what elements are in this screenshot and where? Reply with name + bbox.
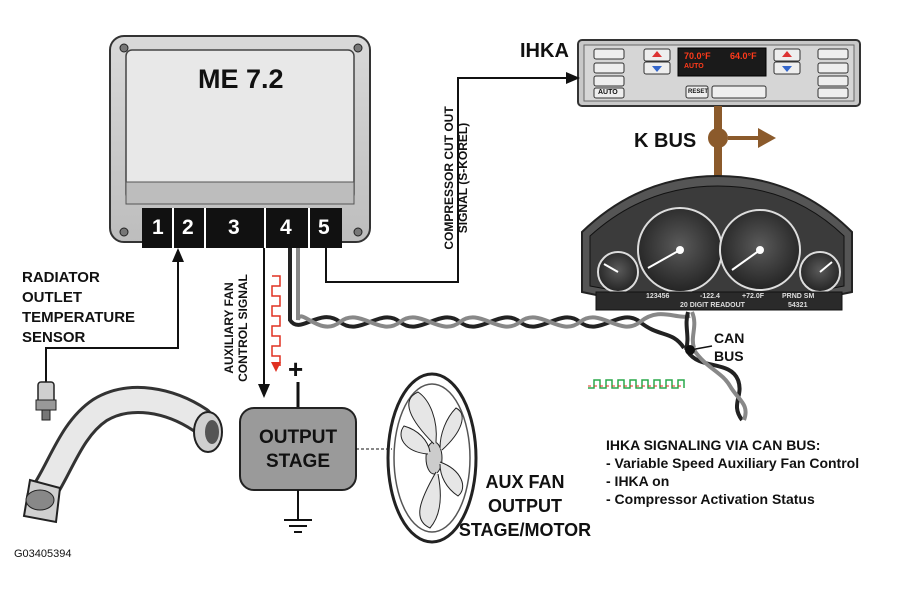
- aux-fan-control-label: AUXILIARY FAN CONTROL SIGNAL: [222, 258, 258, 398]
- ihka-display-left: 70.0°F: [684, 51, 711, 61]
- aux-fan-control-line-1: AUXILIARY FAN: [222, 282, 236, 374]
- compressor-signal-line-1: COMPRESSOR CUT OUT: [442, 106, 456, 250]
- radiator-sensor-label: RADIATOR OUTLET TEMPERATURE SENSOR: [22, 268, 135, 348]
- signaling-item: - Variable Speed Auxiliary Fan Control: [606, 455, 860, 471]
- ecu-pin-2: 2: [182, 216, 194, 239]
- signaling-item: - Compressor Activation Status: [606, 491, 815, 507]
- signaling-item: - IHKA on: [606, 473, 670, 489]
- cluster-temp: +72.0F: [742, 293, 764, 300]
- can-bus-twisted-pair: [288, 248, 748, 422]
- radiator-sensor-line-4: SENSOR: [22, 329, 86, 346]
- cluster-gear: PRND SM: [782, 293, 815, 300]
- instrument-cluster: [581, 174, 853, 311]
- compressor-signal-line-2: SIGNAL (S-KOREL): [456, 122, 470, 234]
- radiator-sensor-line-2: OUTLET: [22, 289, 82, 306]
- ihka-control-panel: [577, 39, 861, 107]
- cluster-odometer: 123456: [646, 293, 670, 300]
- cluster-message: 20 DIGIT READOUT: [680, 302, 745, 309]
- output-stage-line-1: OUTPUT: [258, 427, 338, 448]
- temperature-sensor: [35, 381, 57, 421]
- pwm-signal-trace: [271, 275, 281, 366]
- ihka-auto-button: AUTO: [598, 89, 618, 96]
- can-bus-label-1: CAN: [714, 330, 745, 346]
- compressor-signal-label: COMPRESSOR CUT OUT SIGNAL (S-KOREL): [442, 78, 478, 278]
- k-bus-connection: [708, 106, 776, 176]
- can-bus-label-2: BUS: [714, 348, 744, 364]
- signaling-notes: IHKA SIGNALING VIA CAN BUS: - Variable S…: [606, 436, 859, 508]
- radiator-sensor-line-1: RADIATOR: [22, 269, 100, 286]
- aux-fan-label: AUX FAN OUTPUT STAGE/MOTOR: [440, 470, 610, 542]
- ecu-pin-3: 3: [228, 216, 240, 239]
- ecu-pin-4: 4: [280, 216, 292, 239]
- ecu-connector: [142, 208, 342, 248]
- radiator-sensor-wire: [45, 250, 179, 382]
- ihka-label: IHKA: [520, 40, 569, 62]
- ihka-display-right: 64.0°F: [730, 51, 757, 61]
- output-stage-plus: +: [288, 354, 304, 384]
- output-stage-line-2: STAGE: [265, 451, 331, 472]
- ihka-reset-button: RESET: [688, 89, 709, 95]
- figure-id: G03405394: [14, 548, 72, 560]
- output-stage-label: OUTPUT STAGE: [240, 426, 356, 474]
- radiator-sensor-line-3: TEMPERATURE: [22, 309, 136, 326]
- output-stage-box: [239, 382, 392, 533]
- ecu-title: ME 7.2: [198, 64, 284, 94]
- can-signal-trace: [588, 379, 685, 389]
- aux-fan-control-line-2: CONTROL SIGNAL: [236, 274, 250, 382]
- aux-fan-line-3: STAGE/MOTOR: [458, 520, 592, 540]
- cluster-trip: -122.4: [700, 293, 720, 300]
- signaling-title: IHKA SIGNALING VIA CAN BUS:: [606, 437, 821, 453]
- radiator-hose: [22, 386, 223, 524]
- aux-fan-line-2: OUTPUT: [488, 496, 562, 516]
- k-bus-label: K BUS: [634, 130, 697, 152]
- ecu-pin-5: 5: [318, 216, 330, 239]
- ecu-module: [109, 35, 371, 248]
- ihka-display-mode: AUTO: [684, 63, 704, 70]
- cluster-code: 54321: [788, 302, 808, 309]
- ecu-pin-1: 1: [152, 216, 164, 239]
- aux-fan-motor: [386, 372, 478, 544]
- aux-fan-line-1: AUX FAN: [485, 472, 565, 492]
- compressor-signal-wire: [325, 77, 578, 283]
